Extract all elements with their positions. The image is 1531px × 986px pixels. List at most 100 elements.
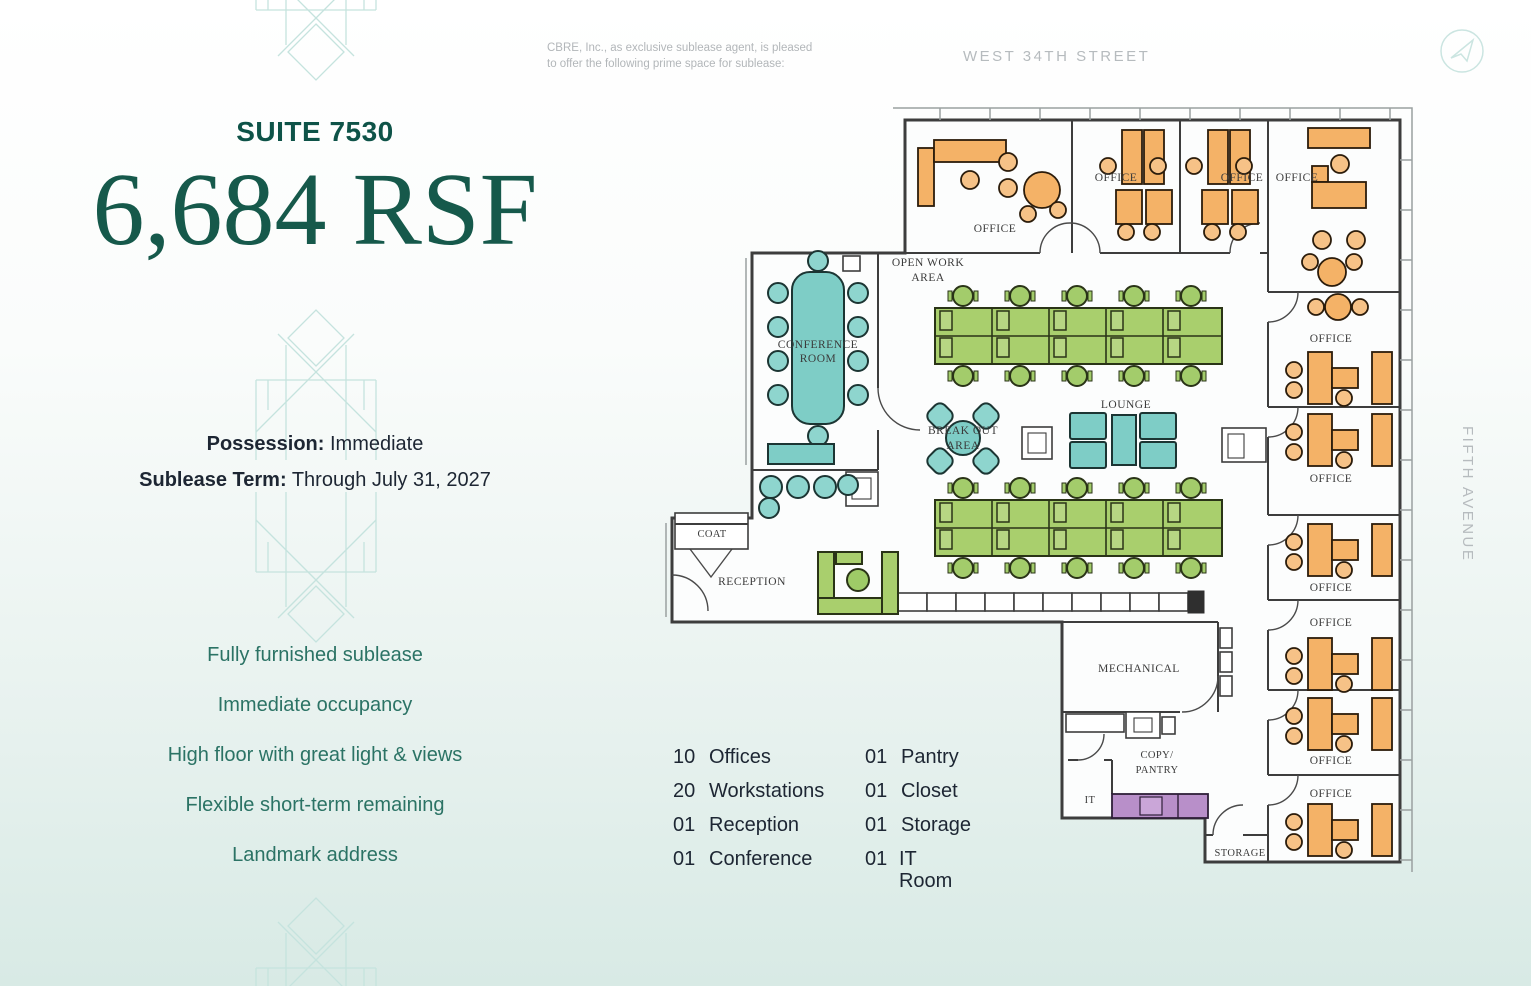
legend-label: Workstations [709, 780, 825, 802]
office-furniture [1185, 129, 1259, 241]
room-label-mechanical: MECHANICAL [1098, 663, 1180, 675]
legend-row: 01 Pantry [865, 746, 971, 780]
legend-count: 10 [673, 746, 696, 768]
mechanical-fixtures [1065, 627, 1233, 739]
feature-item: Landmark address [232, 844, 398, 866]
legend-label: Closet [901, 780, 958, 802]
pantry-counter [1111, 793, 1209, 819]
office-furniture [1285, 803, 1393, 859]
size-rsf: 6,684 RSF [92, 152, 538, 267]
office-furniture [1301, 127, 1371, 287]
legend-row: 01 IT Room [865, 848, 971, 892]
legend-label: Conference [709, 848, 813, 870]
legend-label: Reception [709, 814, 800, 836]
guest-chairs [758, 474, 859, 519]
legend-label: Storage [901, 814, 972, 836]
room-label-copy-pantry: PANTRY [1136, 765, 1179, 776]
room-label-office: OFFICE [1095, 172, 1138, 184]
room-label-office: OFFICE [1310, 333, 1353, 345]
office-furniture [1285, 523, 1393, 579]
legend-row: 01 Closet [865, 780, 971, 814]
room-label-it: IT [1085, 795, 1096, 806]
office-meeting-table [1307, 293, 1369, 321]
legend-count: 01 [865, 814, 888, 836]
feature-list: Fully furnished sublease Immediate occup… [0, 645, 630, 895]
legend-count: 01 [865, 848, 888, 870]
possession-line: Possession: Immediate [0, 433, 630, 456]
legend-row: 20 Workstations [673, 780, 824, 814]
legend-row: 10 Offices [673, 746, 824, 780]
room-label-open-work: AREA [911, 272, 945, 284]
room-label-breakout: AREA [946, 440, 980, 452]
deco-motif [255, 897, 377, 986]
office-furniture [1285, 351, 1393, 407]
agent-note: CBRE, Inc., as exclusive sublease agent,… [547, 40, 812, 72]
office-furniture [1285, 413, 1393, 469]
street-label-fifth-avenue: FIFTH AVENUE [1459, 426, 1476, 563]
street-label-west-34th: WEST 34TH STREET [963, 48, 1151, 65]
legend-label: Pantry [901, 746, 959, 768]
room-label-office: OFFICE [1310, 582, 1353, 594]
room-label-office: OFFICE [974, 223, 1017, 235]
legend-count: 20 [673, 780, 696, 802]
room-label-office: OFFICE [1276, 172, 1319, 184]
workstation-cluster-bottom [934, 477, 1223, 579]
room-label-office: OFFICE [1310, 473, 1353, 485]
cabinet-row [897, 590, 1205, 614]
terms-block: Possession: Immediate Sublease Term: Thr… [0, 433, 630, 505]
office-furniture [1285, 697, 1393, 753]
feature-item: Flexible short-term remaining [185, 794, 445, 816]
room-label-conference: ROOM [800, 353, 837, 365]
term-label: Sublease Term: [139, 469, 287, 491]
room-label-storage: STORAGE [1214, 848, 1265, 859]
term-value: Through July 31, 2027 [286, 469, 491, 491]
room-label-conference: CONFERENCE [778, 339, 858, 351]
agent-note-line1: CBRE, Inc., as exclusive sublease agent,… [547, 42, 813, 54]
room-label-breakout: BREAK OUT [928, 425, 998, 437]
interior-walls [752, 120, 1400, 862]
room-label-coat: COAT [697, 529, 726, 540]
feature-item: Immediate occupancy [217, 694, 413, 716]
lounge-furniture [1021, 412, 1177, 469]
room-label-reception: RECEPTION [718, 576, 786, 588]
deco-motif [255, 491, 377, 643]
term-line: Sublease Term: Through July 31, 2027 [0, 469, 630, 492]
room-label-office: OFFICE [1310, 755, 1353, 767]
breakout-table [926, 402, 1000, 475]
agent-note-line2: to offer the following prime space for s… [547, 58, 785, 70]
conference-furniture [767, 250, 869, 465]
legend-count: 01 [673, 848, 696, 870]
possession-value: Immediate [324, 433, 424, 455]
room-label-copy-pantry: COPY/ [1141, 750, 1174, 761]
room-label-office: OFFICE [1310, 617, 1353, 629]
deco-motif [255, 0, 377, 81]
feature-item: High floor with great light & views [167, 744, 463, 766]
suite-title: SUITE 7530 [236, 116, 394, 147]
logo-mark-icon [1440, 29, 1484, 73]
workstation-cluster-top [934, 285, 1223, 387]
legend-label: IT Room [898, 848, 953, 892]
legend-count: 01 [865, 746, 888, 768]
room-label-lounge: LOUNGE [1101, 399, 1151, 411]
room-label-office: OFFICE [1221, 172, 1264, 184]
legend-label: Offices [709, 746, 771, 768]
office-furniture [1099, 129, 1173, 241]
feature-item: Fully furnished sublease [207, 644, 423, 666]
room-label-open-work: OPEN WORK [892, 257, 965, 269]
possession-label: Possession: [206, 433, 325, 455]
door-arcs [671, 222, 1299, 836]
legend-row: 01 Conference [673, 848, 824, 882]
legend-row: 01 Storage [865, 814, 971, 848]
conference-alcove [842, 255, 879, 507]
legend-count: 01 [865, 780, 888, 802]
office-furniture [1285, 637, 1393, 693]
legend-row: 01 Reception [673, 814, 824, 848]
room-label-office: OFFICE [1310, 788, 1353, 800]
corridor-counter [1221, 427, 1267, 463]
legend-count: 01 [673, 814, 696, 836]
coat-closet [674, 512, 749, 550]
office-furniture [917, 139, 1067, 223]
